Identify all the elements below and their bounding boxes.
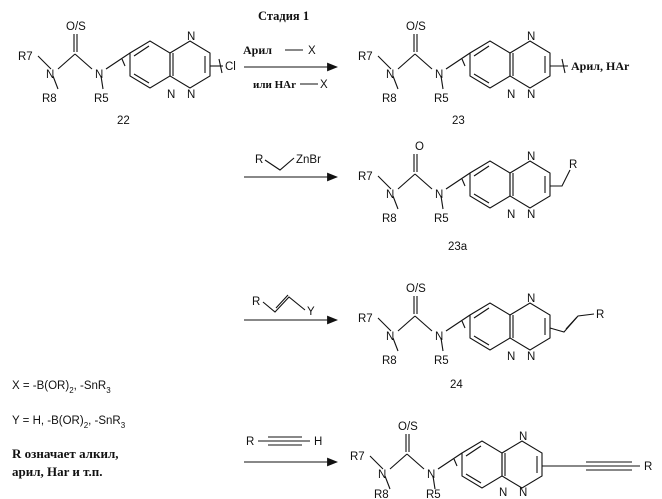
r8-label: R8 — [382, 93, 397, 105]
r7-label: R7 — [18, 51, 33, 63]
n-label: N — [519, 487, 527, 499]
os-label: O/S — [406, 21, 426, 33]
compound-number-22: 22 — [117, 115, 130, 127]
r5-label: R5 — [94, 93, 109, 105]
subscript: 3 — [121, 421, 126, 430]
n-label: N — [499, 487, 507, 499]
stage-title: Стадия 1 — [258, 9, 309, 23]
n-label: N — [378, 469, 386, 481]
n-label: N — [46, 69, 54, 81]
n-label: N — [435, 69, 443, 81]
n-label: N — [527, 293, 535, 305]
n-label: N — [95, 69, 103, 81]
os-label: O/S — [398, 421, 418, 433]
r7-label: R7 — [350, 451, 365, 463]
reagent-znbr: ZnBr — [296, 154, 321, 166]
reagent-r: R — [252, 296, 260, 308]
r8-label: R8 — [382, 213, 397, 225]
r8-label: R8 — [42, 93, 57, 105]
r-label: R — [569, 159, 577, 171]
aryl-har-label: Арил, HAr — [571, 59, 630, 73]
compound-alkyne: R7 N R8 O/S N R5 N N N R — [350, 421, 652, 499]
svg-text:X = -B(OR)2, -SnR3: X = -B(OR)2, -SnR3 — [12, 380, 111, 395]
reagent-x: X — [308, 45, 316, 57]
n-label: N — [507, 209, 515, 221]
r5-label: R5 — [434, 213, 449, 225]
reagent-or-har: или HAr — [253, 79, 296, 91]
r-definition-line1: R означает алкил, — [12, 446, 119, 461]
reagent-x2: X — [320, 79, 328, 91]
x-definition: X = -B(OR) — [12, 380, 69, 392]
o-label: O — [415, 141, 424, 153]
compound-number-23a: 23a — [448, 241, 468, 253]
r5-label: R5 — [434, 355, 449, 367]
n-label: N — [386, 189, 394, 201]
n-label: N — [527, 351, 535, 363]
y-definition: Y = H, -B(OR) — [12, 415, 84, 427]
r7-label: R7 — [358, 313, 373, 325]
n-label: N — [187, 89, 195, 101]
n-label: N — [386, 331, 394, 343]
compound-23a: R7 N R8 O N R5 N N N R — [358, 141, 577, 225]
x-definition-tail: , -SnR — [74, 380, 107, 392]
r8-label: R8 — [374, 489, 389, 499]
n-label: N — [527, 151, 535, 163]
subscript: 3 — [106, 386, 111, 395]
compound-number-24: 24 — [450, 379, 463, 391]
n-label: N — [435, 331, 443, 343]
r8-label: R8 — [382, 355, 397, 367]
y-definition-tail: , -SnR — [88, 415, 121, 427]
r-label: R — [644, 461, 652, 473]
r7-label: R7 — [358, 171, 373, 183]
svg-text:Y = H, -B(OR)2, -SnR3: Y = H, -B(OR)2, -SnR3 — [12, 415, 126, 430]
reagent-r: R — [255, 154, 263, 166]
r5-label: R5 — [426, 489, 441, 499]
legend: X = -B(OR)2, -SnR3 Y = H, -B(OR)2, -SnR3… — [12, 380, 126, 479]
compound-22: R7 N R8 O/S N R5 N N N Cl — [18, 21, 236, 105]
n-label: N — [527, 89, 535, 101]
r-definition-line2: арил, Har и т.п. — [12, 464, 103, 479]
n-label: N — [386, 69, 394, 81]
r7-label: R7 — [358, 51, 373, 63]
r5-label: R5 — [434, 93, 449, 105]
n-label: N — [427, 469, 435, 481]
compound-number-23: 23 — [452, 115, 465, 127]
n-label: N — [519, 431, 527, 443]
n-label: N — [507, 351, 515, 363]
reagent-aryl: Арил — [243, 43, 272, 57]
n-label: N — [527, 31, 535, 43]
n-label: N — [507, 89, 515, 101]
compound-24: R7 N R8 O/S N R5 N N N R — [358, 283, 604, 367]
r-label: R — [596, 309, 604, 321]
cl-label: Cl — [225, 61, 236, 73]
n-label: N — [167, 89, 175, 101]
reagent-r: R — [246, 436, 254, 448]
os-label: O/S — [406, 283, 426, 295]
reagent-y: Y — [307, 306, 315, 318]
compound-23: R7 N R8 O/S N R5 N N N Арил, HAr — [358, 21, 630, 105]
n-label: N — [435, 189, 443, 201]
os-label: O/S — [66, 21, 86, 33]
n-label: N — [187, 31, 195, 43]
reagent-h: H — [314, 436, 322, 448]
n-label: N — [527, 209, 535, 221]
